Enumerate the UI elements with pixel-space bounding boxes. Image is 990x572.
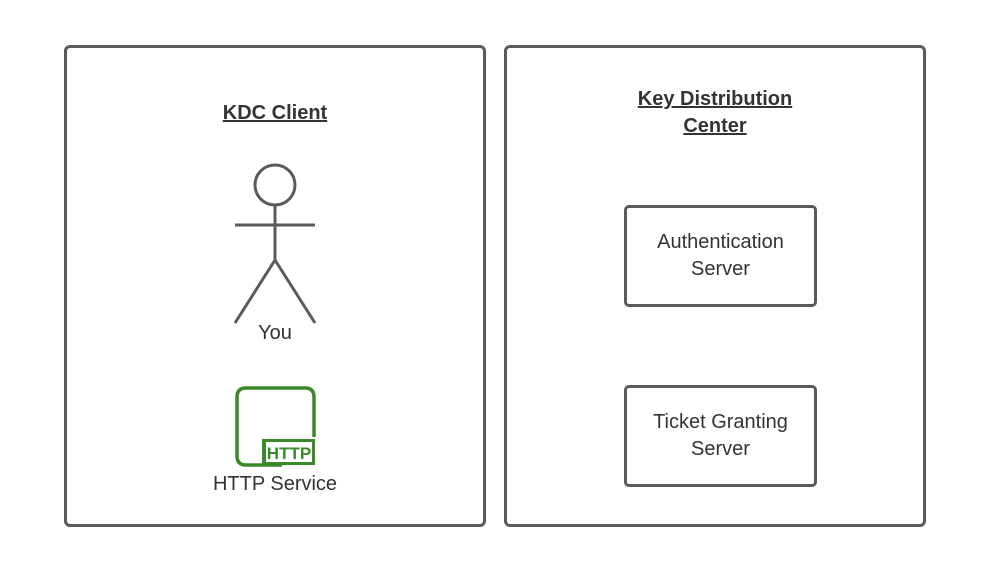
authentication-server-box: Authentication Server	[624, 205, 817, 307]
kdc-panel	[504, 45, 926, 527]
kdc-title: Key Distribution Center	[637, 88, 793, 137]
http-icon-text: HTTP	[267, 444, 311, 463]
http-service-label: HTTP Service	[212, 473, 338, 495]
kdc-client-panel	[64, 45, 486, 527]
http-service-icon: HTTP	[235, 386, 316, 467]
kdc-client-title: KDC Client	[222, 102, 328, 124]
authentication-server-label: Authentication Server	[657, 231, 784, 280]
ticket-granting-server-box: Ticket Granting Server	[624, 385, 817, 487]
actor-label: You	[258, 322, 292, 344]
ticket-granting-server-label: Ticket Granting Server	[653, 411, 788, 460]
actor-stick-figure-icon	[233, 163, 317, 324]
